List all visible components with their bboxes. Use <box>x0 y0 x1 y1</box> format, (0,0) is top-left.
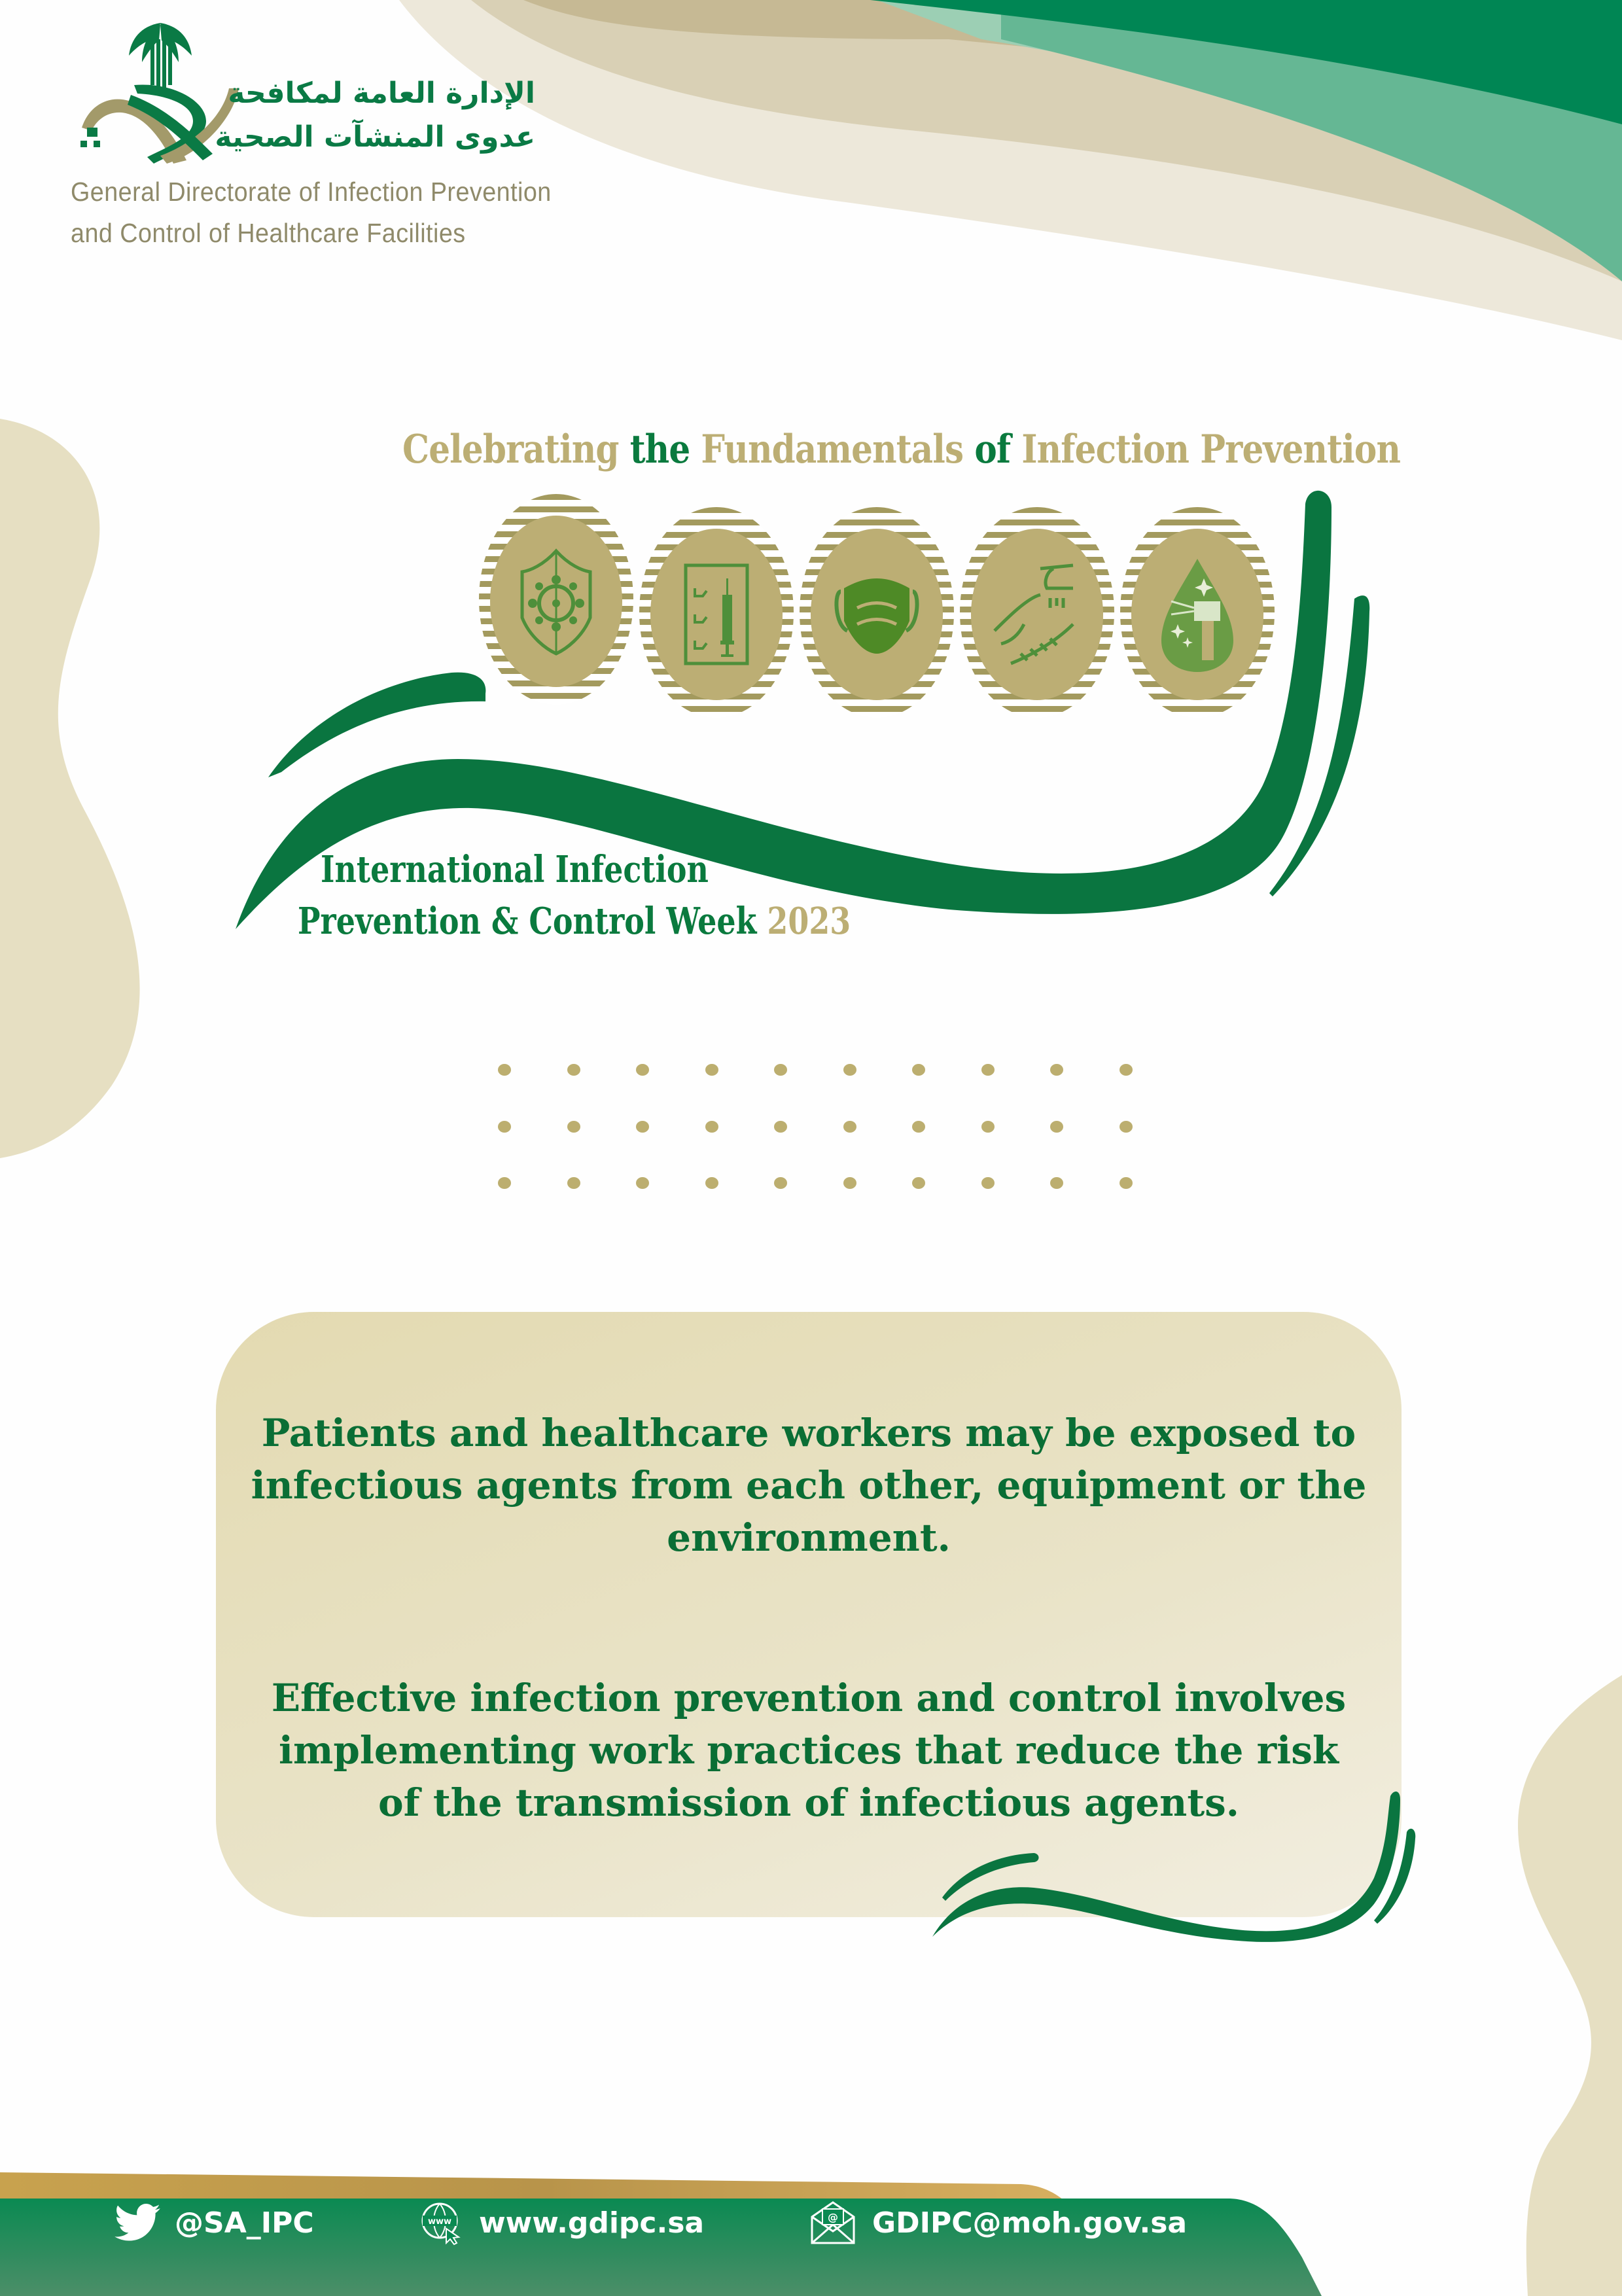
decorative-dot <box>981 1064 995 1076</box>
logo-english-line1: General Directorate of Infection Prevent… <box>71 177 552 207</box>
decorative-dot <box>843 1064 856 1076</box>
decorative-dot <box>705 1064 718 1076</box>
hand-washing-icon <box>993 563 1074 665</box>
headline-word-the: the <box>629 427 690 472</box>
footer-website-url: www.gdipc.sa <box>479 2206 705 2240</box>
virus-shield-icon <box>520 548 592 656</box>
decorative-dot <box>498 1064 511 1076</box>
decorative-dot <box>1050 1120 1063 1133</box>
decorative-dot <box>1050 1064 1063 1076</box>
decorative-dot <box>636 1177 649 1189</box>
event-year: 2023 <box>767 900 851 943</box>
paragraph-2-line-2: implementing work practices that reduce … <box>278 1728 1339 1773</box>
message-paragraph-2: Effective infection prevention and contr… <box>216 1672 1402 1829</box>
decorative-dot <box>774 1120 787 1133</box>
headline-word-fundamentals: Fundamentals <box>701 427 964 472</box>
footer-twitter-handle: @SA_IPC <box>175 2206 314 2240</box>
decorative-dot <box>1119 1064 1133 1076</box>
svg-text:@: @ <box>828 2211 838 2223</box>
event-title-line1: International Infection <box>321 848 709 891</box>
event-title-line2: Prevention & Control Week 2023 <box>298 900 851 943</box>
decorative-dot <box>1119 1177 1133 1189</box>
decorative-dot <box>567 1177 580 1189</box>
icon-oval-disinfectant-spray <box>1120 507 1275 718</box>
decorative-dot <box>774 1064 787 1076</box>
decorative-dot <box>498 1120 511 1133</box>
email-envelope-icon: @ <box>811 2201 855 2244</box>
message-box <box>216 1312 1402 1917</box>
decorative-dot <box>1119 1120 1133 1133</box>
headline-word-of: of <box>974 427 1011 472</box>
footer-email-address: GDIPC@moh.gov.sa <box>872 2206 1188 2240</box>
icon-oval-hand-washing <box>960 507 1114 718</box>
decorative-dot <box>912 1064 925 1076</box>
face-mask-icon <box>834 578 919 654</box>
headline: Celebrating the Fundamentals of Infectio… <box>402 427 1401 472</box>
paragraph-2-line-1: Effective infection prevention and contr… <box>271 1676 1347 1720</box>
decorative-dot <box>498 1177 511 1189</box>
paragraph-2-line-3: of the transmission of infectious agents… <box>378 1780 1239 1825</box>
paragraph-1-line-3: environment. <box>667 1515 951 1560</box>
footer-email[interactable]: @ GDIPC@moh.gov.sa <box>808 2200 1187 2246</box>
decorative-dot <box>567 1064 580 1076</box>
decorative-dot <box>912 1120 925 1133</box>
decorative-dot <box>1050 1177 1063 1189</box>
logo-arabic-line2: عدوى المنشآت الصحية <box>215 120 535 154</box>
icon-oval-vaccine-checklist <box>639 507 794 718</box>
headline-word-celebrating: Celebrating <box>402 427 619 472</box>
saudi-palm-icon <box>129 23 192 88</box>
decorative-dot <box>981 1177 995 1189</box>
logo-arabic-line1: الإدارة العامة لمكافحة <box>228 77 535 110</box>
paragraph-1-line-2: infectious agents from each other, equip… <box>251 1463 1367 1508</box>
decorative-dot <box>636 1064 649 1076</box>
decorative-dot <box>705 1120 718 1133</box>
logo-english-line2: and Control of Healthcare Facilities <box>71 218 466 248</box>
headline-word-infection-prevention: Infection Prevention <box>1021 427 1401 472</box>
icon-oval-virus-shield <box>479 494 633 705</box>
message-paragraph-1: Patients and healthcare workers may be e… <box>216 1407 1402 1564</box>
paragraph-1-line-1: Patients and healthcare workers may be e… <box>261 1411 1356 1455</box>
decorative-dot <box>774 1177 787 1189</box>
decorative-dot <box>981 1120 995 1133</box>
footer-website[interactable]: www www.gdipc.sa <box>419 2200 704 2246</box>
decorative-dot <box>843 1120 856 1133</box>
footer-band <box>0 2172 1322 2296</box>
twitter-icon <box>115 2204 160 2241</box>
footer-twitter[interactable]: @SA_IPC <box>115 2200 314 2246</box>
icon-oval-face-mask <box>800 507 954 718</box>
globe-www-icon: www <box>421 2202 461 2246</box>
disinfectant-spray-icon <box>1161 559 1233 672</box>
decorative-dot <box>705 1177 718 1189</box>
decorative-dot <box>843 1177 856 1189</box>
logo-crossed-swords-icon <box>80 84 239 164</box>
svg-text:www: www <box>428 2217 451 2227</box>
decorative-dot <box>567 1120 580 1133</box>
decorative-dot <box>912 1177 925 1189</box>
event-title-line2-text: Prevention & Control Week <box>298 900 757 943</box>
vaccine-checklist-icon <box>684 563 749 665</box>
decorative-dot <box>636 1120 649 1133</box>
